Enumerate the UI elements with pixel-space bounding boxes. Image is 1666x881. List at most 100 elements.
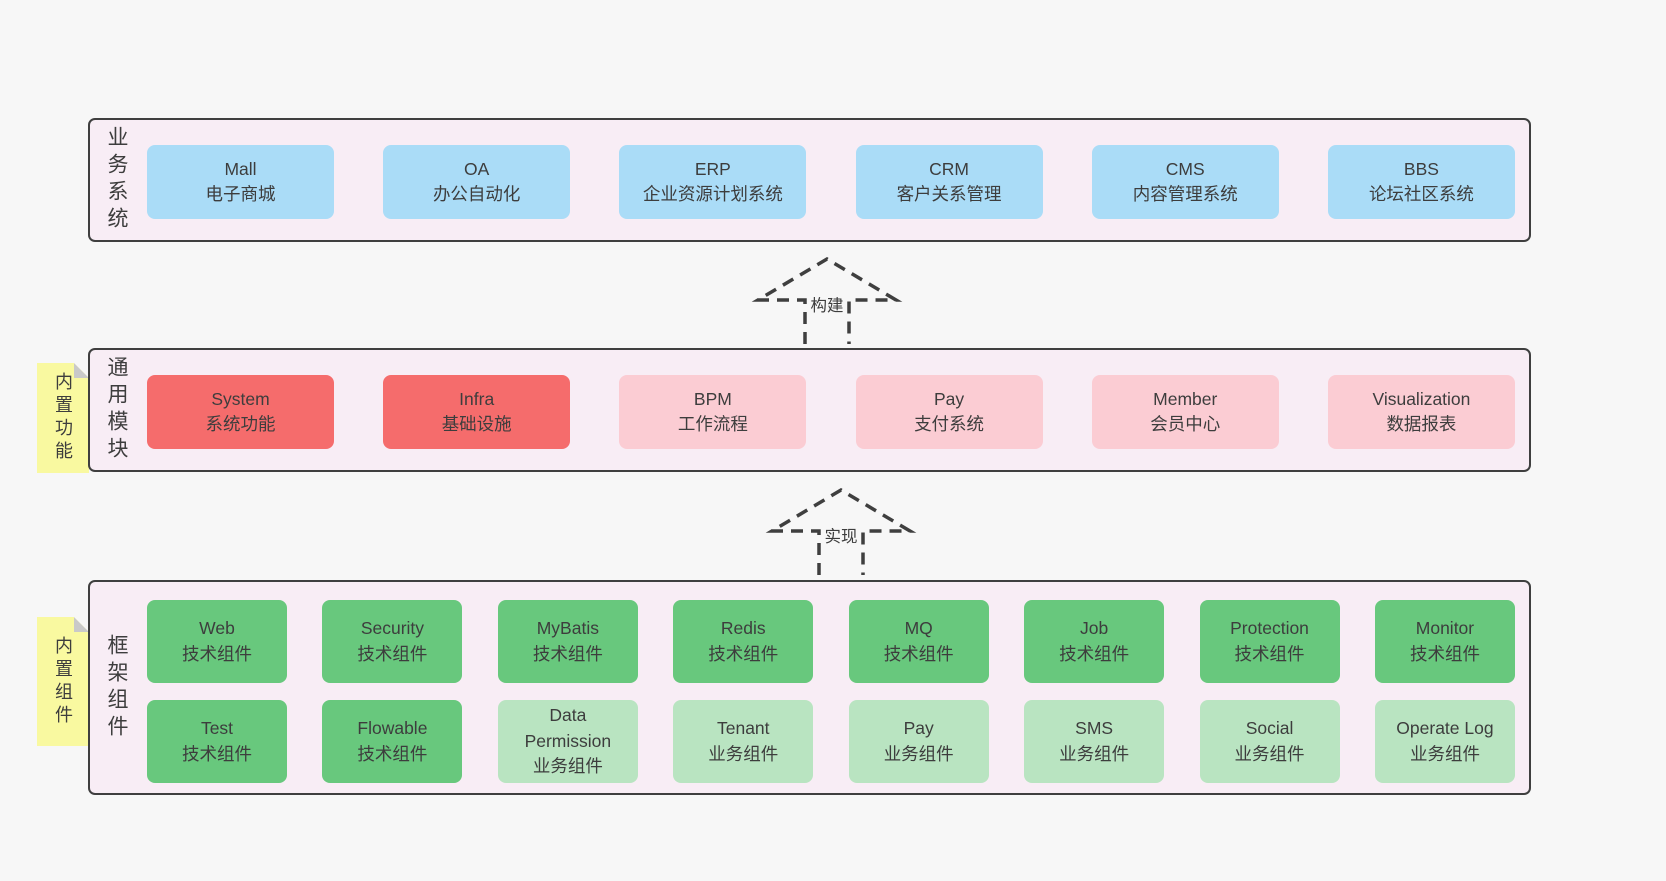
box-subtitle: 支付系统	[914, 414, 985, 434]
box-subtitle: 业务组件	[532, 756, 603, 777]
box-title: CMS	[1165, 158, 1205, 179]
layer-common-modules: 通用模块 System 系统功能 Infra 基础设施 BPM 工作流程 Pay…	[88, 348, 1531, 472]
box-subtitle: 业务组件	[1059, 743, 1130, 764]
box-subtitle: 论坛社区系统	[1368, 184, 1474, 204]
box-title: Security	[360, 618, 425, 639]
box-erp: ERP 企业资源计划系统	[619, 145, 807, 219]
box-subtitle: 技术组件	[357, 743, 428, 764]
box-social: Social 业务组件	[1199, 700, 1340, 783]
box-title: MQ	[904, 618, 933, 639]
box-title: MyBatis	[536, 618, 599, 639]
sticky-built-in-features: 内置功能	[37, 363, 89, 473]
box-title: Member	[1153, 388, 1218, 409]
box-subtitle: 基础设施	[441, 414, 512, 434]
box-mybatis: MyBatis 技术组件	[497, 600, 638, 683]
box-title: Pay	[933, 388, 965, 409]
box-subtitle: 内容管理系统	[1132, 184, 1238, 204]
box-oa: OA 办公自动化	[383, 145, 571, 219]
box-title: Job	[1080, 618, 1109, 639]
box-title: Redis	[720, 618, 766, 639]
box-data-permission: Data Permission 业务组件	[497, 700, 638, 783]
box-job: Job 技术组件	[1024, 600, 1165, 683]
box-title: BPM	[693, 388, 732, 409]
dashed-up-arrow-icon	[765, 487, 917, 575]
box-mall: Mall 电子商城	[147, 145, 334, 219]
common-modules-row: System 系统功能 Infra 基础设施 BPM 工作流程 Pay 支付系统…	[147, 375, 1515, 449]
box-subtitle: 数据报表	[1386, 414, 1457, 434]
sticky-fold-icon	[74, 617, 89, 632]
sticky-built-in-components: 内置组件	[37, 617, 89, 746]
box-subtitle: 技术组件	[1409, 643, 1480, 664]
sticky-fold-icon	[74, 363, 89, 378]
box-web: Web 技术组件	[147, 600, 287, 683]
framework-components-row-2: Test 技术组件 Flowable 技术组件 Data Permission …	[147, 700, 1515, 783]
box-title: Web	[199, 618, 235, 639]
box-test: Test 技术组件	[147, 700, 287, 783]
box-pay-component: Pay 业务组件	[848, 700, 989, 783]
box-subtitle: 会员中心	[1150, 414, 1221, 434]
box-subtitle: 企业资源计划系统	[642, 184, 783, 204]
box-mq: MQ 技术组件	[848, 600, 989, 683]
box-title: Monitor	[1415, 618, 1475, 639]
box-visualization: Visualization 数据报表	[1327, 375, 1515, 449]
implement-arrow-label: 实现	[821, 523, 861, 548]
box-flowable: Flowable 技术组件	[322, 700, 463, 783]
dashed-up-arrow-icon	[751, 256, 903, 344]
box-title: System	[211, 388, 270, 409]
box-infra: Infra 基础设施	[383, 375, 571, 449]
box-subtitle: 技术组件	[708, 643, 779, 664]
box-security: Security 技术组件	[322, 600, 463, 683]
box-monitor: Monitor 技术组件	[1374, 600, 1515, 683]
box-title: OA	[464, 158, 490, 179]
box-subtitle: 电子商城	[205, 184, 276, 204]
build-arrow-label: 构建	[807, 292, 847, 317]
box-subtitle: 业务组件	[883, 743, 954, 764]
framework-components-row-1: Web 技术组件 Security 技术组件 MyBatis 技术组件 Redi…	[147, 600, 1515, 683]
box-subtitle: 技术组件	[532, 643, 603, 664]
box-subtitle: 客户关系管理	[896, 184, 1002, 204]
layer-framework-components: 框架组件 Web 技术组件 Security 技术组件 MyBatis 技术组件…	[88, 580, 1531, 795]
box-bpm: BPM 工作流程	[619, 375, 807, 449]
box-title: Social	[1245, 718, 1294, 739]
box-title: Protection	[1230, 618, 1309, 639]
sticky-text: 内置功能	[53, 372, 73, 464]
layer-label-framework-components: 框架组件	[105, 633, 128, 742]
box-subtitle: 技术组件	[1234, 643, 1305, 664]
box-subtitle: 技术组件	[182, 643, 252, 664]
box-subtitle: 业务组件	[1409, 743, 1480, 764]
box-operate-log: Operate Log 业务组件	[1374, 700, 1515, 783]
box-title: Test	[200, 718, 234, 739]
box-sms: SMS 业务组件	[1024, 700, 1165, 783]
box-title: Data Permission	[524, 705, 612, 751]
build-arrow: 构建	[742, 256, 912, 344]
box-subtitle: 技术组件	[357, 643, 428, 664]
box-title: Visualization	[1372, 388, 1471, 409]
box-subtitle: 技术组件	[182, 743, 252, 764]
layer-business-systems: 业务系统 Mall 电子商城 OA 办公自动化 ERP 企业资源计划系统 CRM…	[88, 118, 1531, 242]
box-title: ERP	[694, 158, 731, 179]
box-subtitle: 工作流程	[677, 414, 748, 434]
box-title: Infra	[459, 388, 495, 409]
box-redis: Redis 技术组件	[673, 600, 814, 683]
box-protection: Protection 技术组件	[1199, 600, 1340, 683]
layer-label-business-systems: 业务系统	[105, 126, 128, 234]
box-crm: CRM 客户关系管理	[855, 145, 1043, 219]
box-title: Mall	[224, 158, 257, 179]
box-subtitle: 系统功能	[205, 414, 276, 434]
box-subtitle: 技术组件	[883, 643, 954, 664]
box-title: BBS	[1403, 158, 1439, 179]
business-systems-row: Mall 电子商城 OA 办公自动化 ERP 企业资源计划系统 CRM 客户关系…	[147, 145, 1515, 219]
box-cms: CMS 内容管理系统	[1091, 145, 1279, 219]
box-title: Tenant	[716, 718, 770, 739]
sticky-text: 内置组件	[53, 635, 73, 728]
box-subtitle: 技术组件	[1059, 643, 1130, 664]
box-title: CRM	[929, 158, 969, 179]
box-subtitle: 办公自动化	[432, 184, 521, 204]
layer-label-common-modules: 通用模块	[105, 356, 128, 464]
box-bbs: BBS 论坛社区系统	[1327, 145, 1515, 219]
box-subtitle: 业务组件	[708, 743, 779, 764]
box-member: Member 会员中心	[1091, 375, 1279, 449]
box-title: Flowable	[357, 718, 428, 739]
box-subtitle: 业务组件	[1234, 743, 1305, 764]
box-system: System 系统功能	[147, 375, 334, 449]
